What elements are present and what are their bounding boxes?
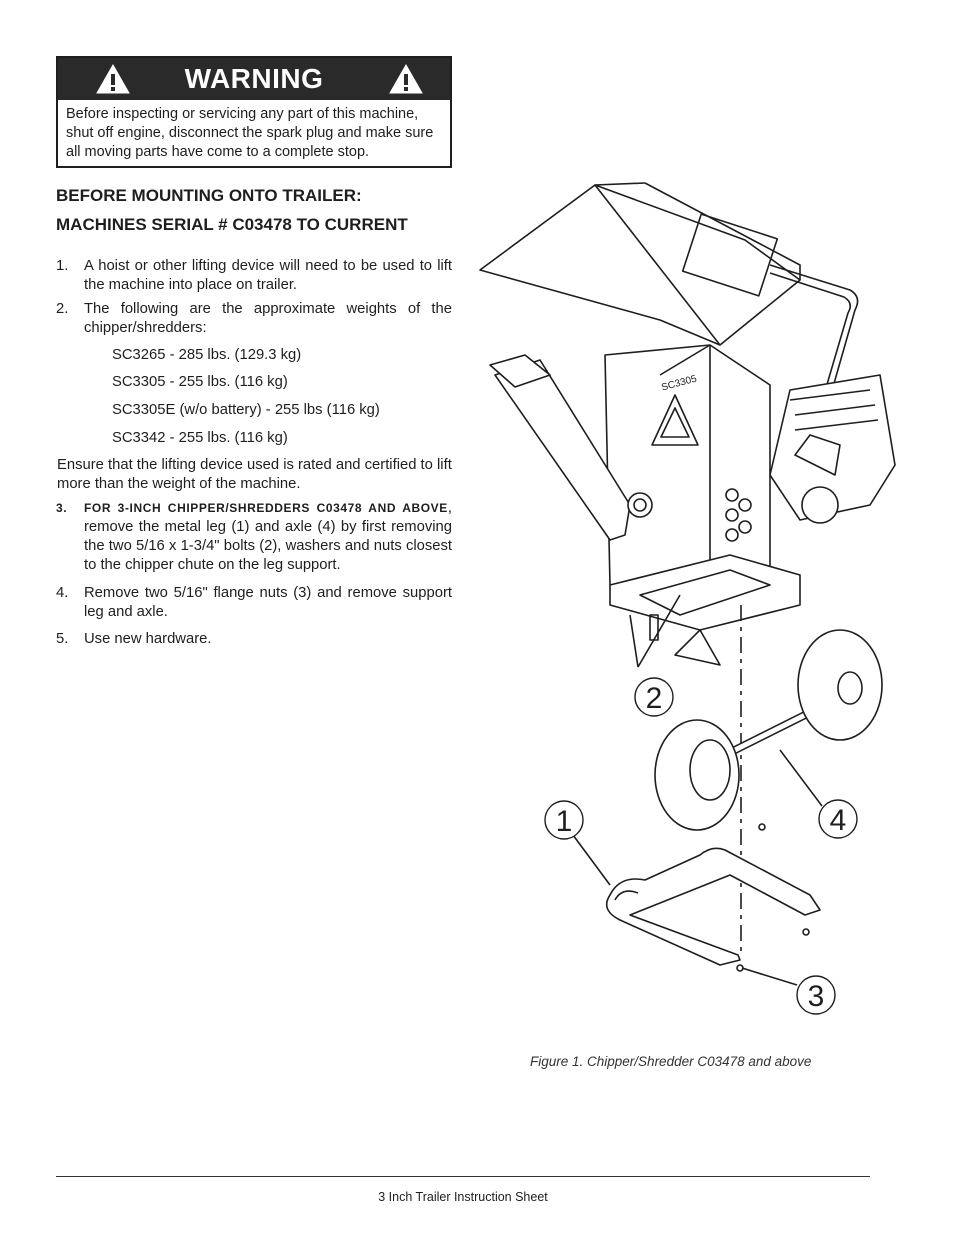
step-text: Remove two 5/16" flange nuts (3) and rem… — [84, 585, 452, 620]
warning-triangle-icon — [389, 63, 423, 94]
callout-3: 3 — [808, 980, 825, 1013]
step-number: 2. — [56, 301, 69, 317]
figure-caption: Figure 1. Chipper/Shredder C03478 and ab… — [530, 1054, 812, 1069]
warning-title: WARNING — [184, 63, 324, 94]
callouts: 1 2 3 4 — [544, 677, 858, 1015]
weight-item: SC3342 - 255 lbs. (116 kg) — [112, 430, 288, 446]
callout-4: 4 — [830, 804, 847, 837]
step-text: The following are the approximate weight… — [84, 301, 452, 336]
step-number: 3. — [56, 501, 68, 515]
list-item: 3. FOR 3-INCH CHIPPER/SHREDDERS C03478 A… — [56, 499, 452, 575]
chipper-shredder-illustration: SC3305 — [479, 182, 896, 1015]
warning-header: WARNING — [58, 58, 450, 100]
step-number: 1. — [56, 258, 69, 274]
warning-triangle-icon — [96, 63, 130, 94]
step-text: Use new hardware. — [84, 631, 212, 647]
callout-2: 2 — [646, 682, 663, 715]
step-rest-text: , remove the metal leg (1) and axle (4) … — [84, 500, 452, 573]
step-text: A hoist or other lifting device will nee… — [84, 258, 452, 293]
list-item: 5. Use new hardware. — [56, 630, 452, 649]
step-text: FOR 3-INCH CHIPPER/SHREDDERS C03478 AND … — [84, 499, 452, 575]
section-subheading: MACHINES SERIAL # C03478 TO CURRENT — [56, 215, 408, 234]
warning-text: Before inspecting or servicing any part … — [66, 106, 434, 160]
list-item: 2. The following are the approximate wei… — [56, 300, 452, 338]
step-number: 5. — [56, 631, 69, 647]
step-number: 4. — [56, 585, 69, 601]
step-bold-text: FOR 3-INCH CHIPPER/SHREDDERS C03478 AND … — [84, 501, 448, 515]
list-item: 1. A hoist or other lifting device will … — [56, 257, 452, 295]
weight-item: SC3265 - 285 lbs. (129.3 kg) — [112, 347, 302, 363]
callout-1: 1 — [556, 805, 573, 838]
footer-text: 3 Inch Trailer Instruction Sheet — [378, 1190, 548, 1204]
warning-box: WARNING Before inspecting or servicing a… — [56, 56, 452, 168]
lifting-note: Ensure that the lifting device used is r… — [57, 457, 452, 492]
footer-divider — [56, 1176, 870, 1177]
list-item: 4. Remove two 5/16" flange nuts (3) and … — [56, 584, 452, 622]
weight-item: SC3305E (w/o battery) - 255 lbs (116 kg) — [112, 402, 380, 418]
weight-item: SC3305 - 255 lbs. (116 kg) — [112, 374, 288, 390]
section-heading: BEFORE MOUNTING ONTO TRAILER: — [56, 186, 362, 205]
